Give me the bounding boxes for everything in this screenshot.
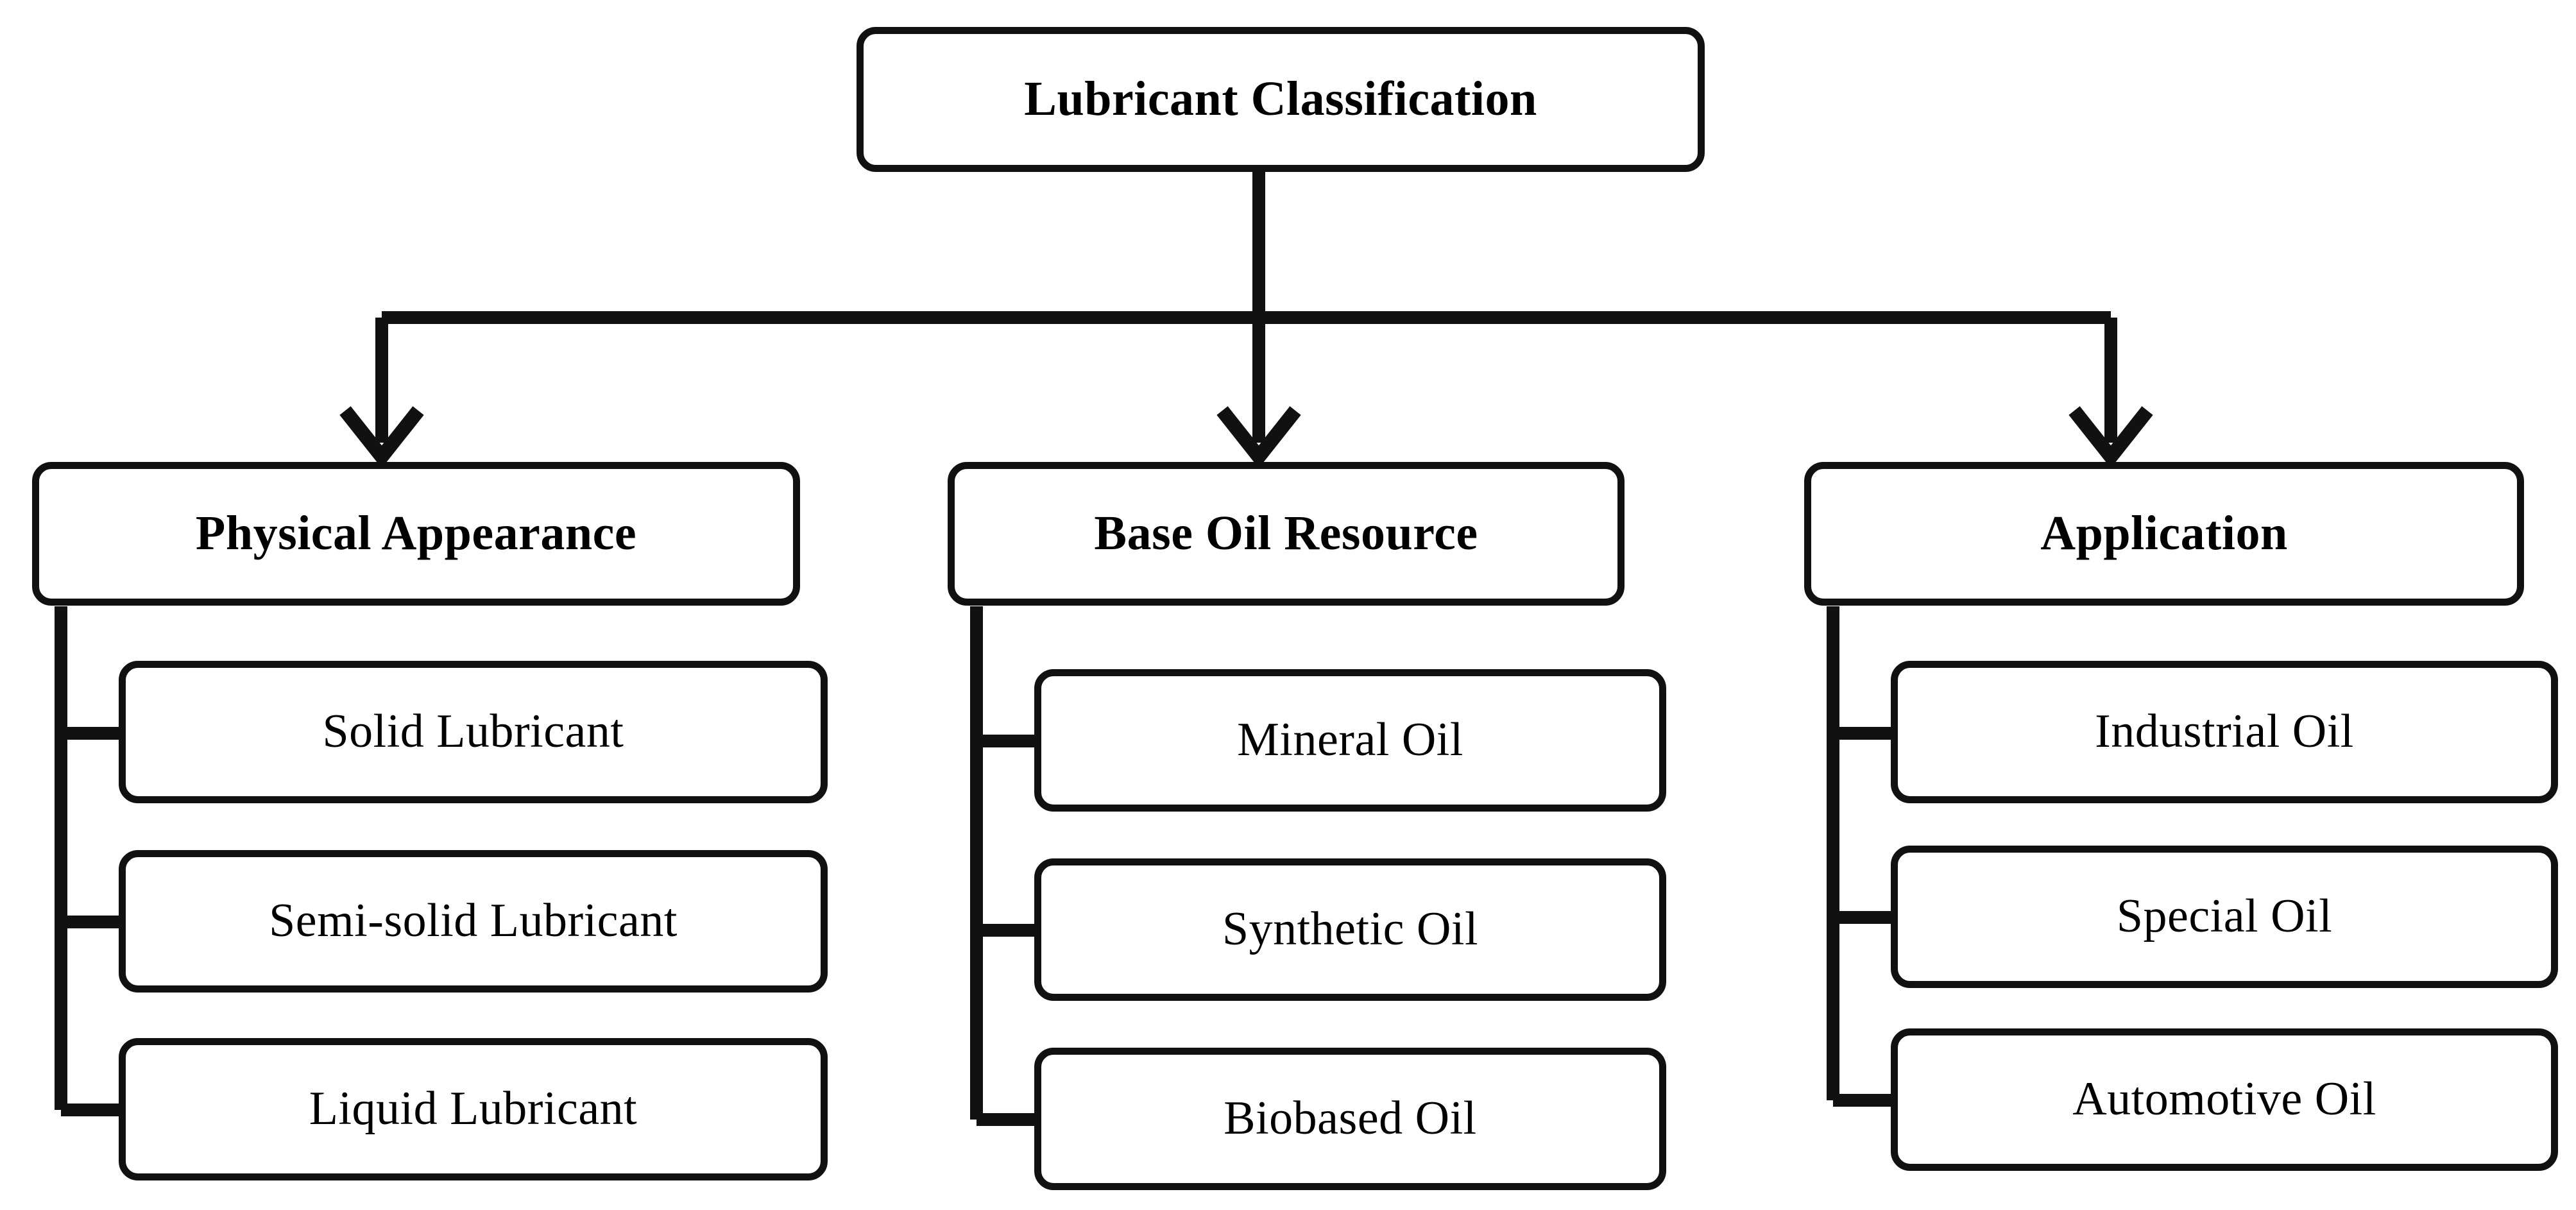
node-branch-application[interactable]: Application xyxy=(1804,462,2524,606)
node-branch-physical-appearance[interactable]: Physical Appearance xyxy=(32,462,800,606)
node-leaf-synthetic-oil-label: Synthetic Oil xyxy=(1222,903,1479,956)
node-leaf-semi-solid-lubricant[interactable]: Semi-solid Lubricant xyxy=(119,850,828,993)
node-leaf-mineral-oil-label: Mineral Oil xyxy=(1237,713,1463,767)
node-leaf-solid-lubricant-label: Solid Lubricant xyxy=(322,705,624,758)
node-leaf-biobased-oil-label: Biobased Oil xyxy=(1224,1092,1477,1145)
node-leaf-liquid-lubricant-label: Liquid Lubricant xyxy=(309,1082,638,1136)
node-branch-base-oil-resource-label: Base Oil Resource xyxy=(1094,506,1478,561)
node-leaf-special-oil-label: Special Oil xyxy=(2116,890,2333,943)
node-leaf-mineral-oil[interactable]: Mineral Oil xyxy=(1034,669,1666,812)
node-leaf-synthetic-oil[interactable]: Synthetic Oil xyxy=(1034,858,1666,1001)
node-leaf-solid-lubricant[interactable]: Solid Lubricant xyxy=(119,661,828,803)
node-leaf-biobased-oil[interactable]: Biobased Oil xyxy=(1034,1048,1666,1190)
node-leaf-special-oil[interactable]: Special Oil xyxy=(1891,846,2558,988)
node-root-label: Lubricant Classification xyxy=(1024,72,1537,126)
node-leaf-automotive-oil[interactable]: Automotive Oil xyxy=(1891,1028,2558,1171)
node-leaf-industrial-oil[interactable]: Industrial Oil xyxy=(1891,661,2558,803)
node-root[interactable]: Lubricant Classification xyxy=(857,27,1705,172)
arrowhead-center xyxy=(1216,406,1301,468)
node-branch-base-oil-resource[interactable]: Base Oil Resource xyxy=(948,462,1625,606)
node-leaf-semi-solid-lubricant-label: Semi-solid Lubricant xyxy=(269,894,678,948)
node-branch-physical-appearance-label: Physical Appearance xyxy=(195,506,637,561)
node-leaf-automotive-oil-label: Automotive Oil xyxy=(2072,1073,2376,1126)
node-leaf-industrial-oil-label: Industrial Oil xyxy=(2095,705,2354,758)
node-leaf-liquid-lubricant[interactable]: Liquid Lubricant xyxy=(119,1038,828,1180)
arrowhead-left xyxy=(339,406,424,468)
node-branch-application-label: Application xyxy=(2040,506,2288,561)
arrowhead-right xyxy=(2068,406,2153,468)
